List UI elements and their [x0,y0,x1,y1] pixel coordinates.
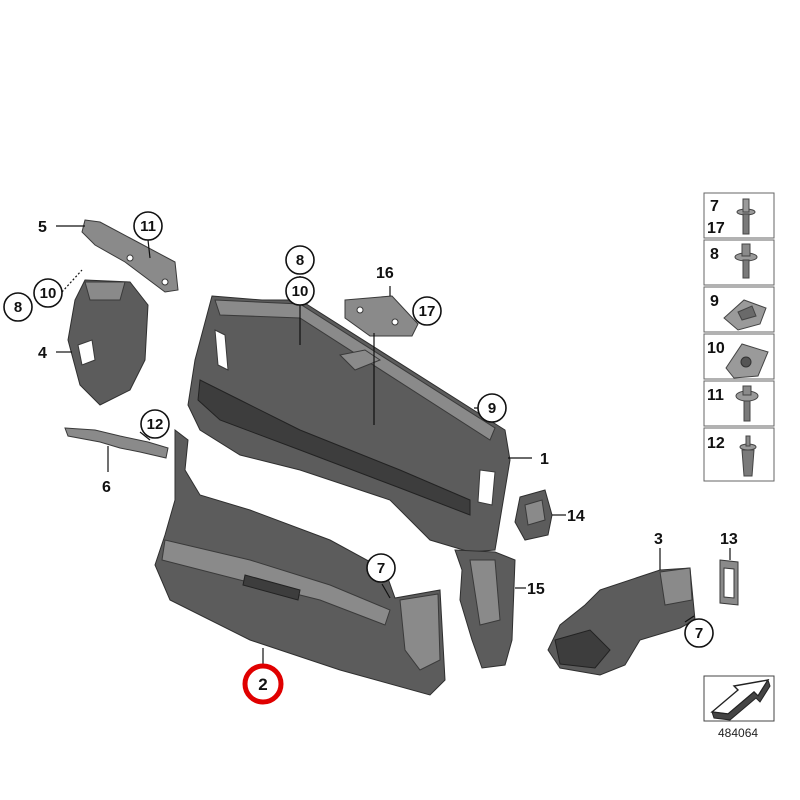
callout-circle-8a: 8 [3,292,33,322]
part-4-air-guide [67,279,149,406]
part-1-frame [187,295,511,553]
spring-nut-icon [725,343,769,379]
washer-screw-icon [735,385,759,422]
svg-text:9: 9 [488,400,496,417]
part-6-bracket [64,427,169,459]
svg-text:7: 7 [695,625,703,642]
part-13-plate [719,559,739,606]
legend-row-7-17: 7 17 [703,192,775,239]
part-2-air-duct [154,428,446,696]
legend-row-9: 9 [703,286,775,333]
svg-text:2: 2 [258,675,267,694]
legend-row-11: 11 [703,380,775,427]
callout-15: 15 [527,581,545,598]
callout-3: 3 [654,531,663,548]
svg-text:8: 8 [14,299,22,316]
part-14-cover [514,489,553,541]
callout-6: 6 [102,479,111,496]
svg-text:7: 7 [377,560,385,577]
callout-highlight-2: 2 [242,663,284,705]
part-16-bracket [344,295,419,337]
callout-4: 4 [38,345,47,362]
clip-nut-icon [723,299,767,331]
svg-text:9: 9 [710,293,719,310]
callout-labels: 5 4 6 16 1 14 15 3 13 [38,219,738,598]
reference-number: 484064 [718,726,758,740]
svg-text:11: 11 [140,218,156,235]
callout-circle-10a: 10 [33,278,63,308]
callout-circle-9: 9 [477,393,507,423]
fastener-legend: 7 17 8 9 [703,192,775,482]
screw-icon [736,198,756,235]
svg-text:12: 12 [147,416,164,433]
bolt-icon [734,243,758,279]
svg-text:17: 17 [419,303,436,320]
callout-16: 16 [376,265,394,282]
legend-row-8: 8 [703,239,775,286]
part-3-air-duct [547,567,696,676]
svg-text:10: 10 [292,283,309,300]
svg-text:12: 12 [707,435,725,452]
callout-circle-8b: 8 [285,245,315,275]
legend-row-10: 10 [703,333,775,380]
expansion-rivet-icon [739,435,757,477]
svg-text:17: 17 [707,220,725,237]
direction-arrow-box [703,675,775,722]
part-15-seal [454,549,516,669]
callout-5: 5 [38,219,47,236]
callout-circle-7a: 7 [366,553,396,583]
callout-1: 1 [540,451,549,468]
callout-circle-10b: 10 [285,276,315,306]
svg-text:7: 7 [710,198,719,215]
legend-row-12: 12 [703,427,775,482]
callout-circle-12: 12 [140,409,170,439]
callout-circle-7b: 7 [684,618,714,648]
part-5-bracket [81,219,179,293]
callout-circle-17: 17 [412,296,442,326]
callout-14: 14 [567,508,585,525]
svg-text:10: 10 [707,340,725,357]
callout-circle-11: 11 [133,211,163,241]
svg-text:8: 8 [710,246,719,263]
svg-text:8: 8 [296,252,304,269]
svg-text:10: 10 [40,285,57,302]
callout-13: 13 [720,531,738,548]
svg-text:11: 11 [707,387,724,404]
